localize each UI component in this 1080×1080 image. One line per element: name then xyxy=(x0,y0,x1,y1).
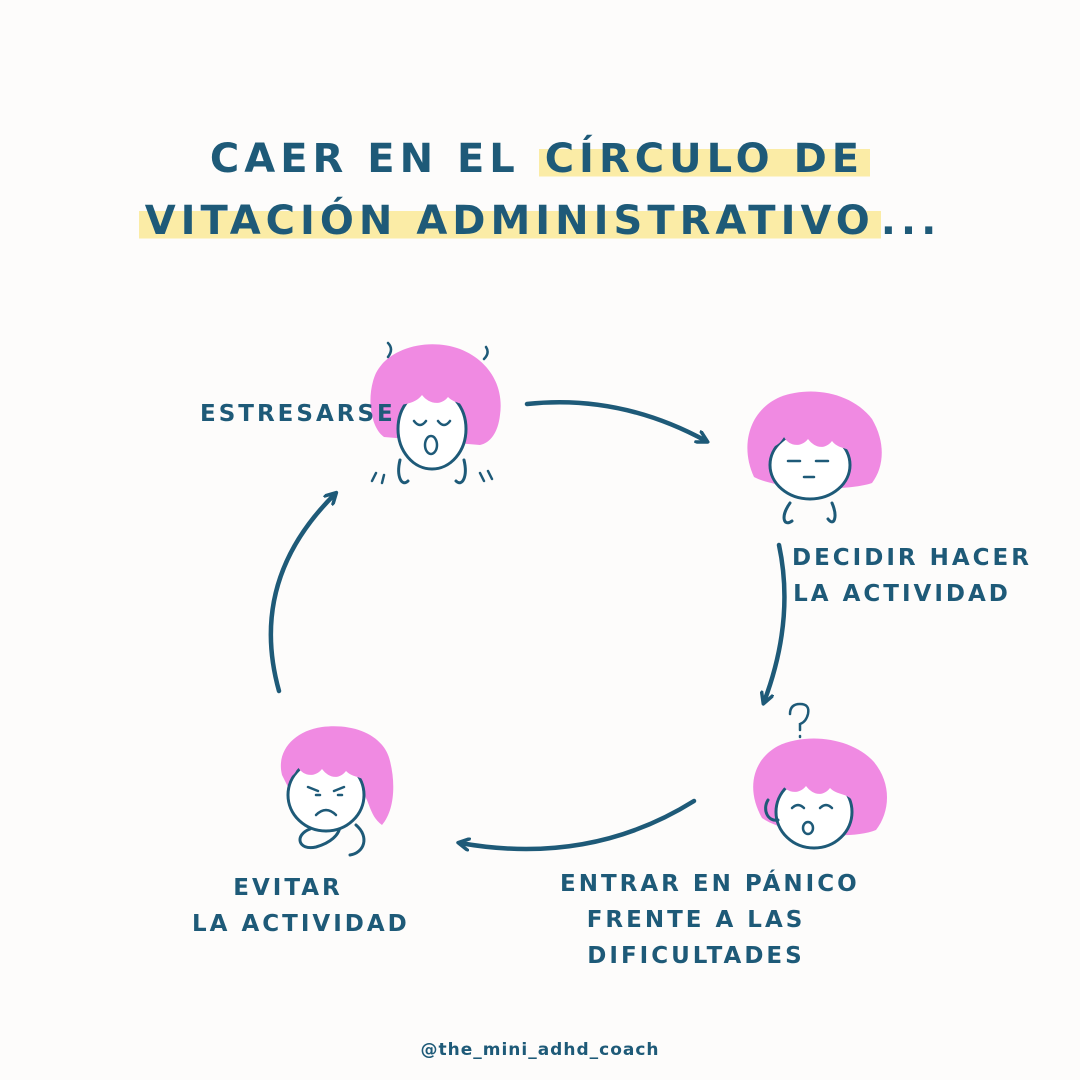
title-line-1-highlight: círculo de xyxy=(538,136,871,182)
step-label-evitar: Evitar la actividad xyxy=(192,870,410,942)
step-label-line: la actividad xyxy=(192,911,410,937)
arrow-decide-to-panic xyxy=(764,542,787,702)
step-label-estresarse: Estresarse xyxy=(200,396,396,432)
page-title: Caer en el círculo de vitación administr… xyxy=(0,128,1080,252)
author-handle: @the_mini_adhd_coach xyxy=(420,1040,660,1060)
title-line-2: vitación administrativo... xyxy=(0,190,1080,252)
title-line-1: Caer en el círculo de xyxy=(0,128,1080,190)
deciding-character-icon xyxy=(747,391,882,525)
title-line-2-highlight: vitación administrativo xyxy=(138,198,881,244)
arrow-stress-to-decide xyxy=(524,400,706,441)
arrow-panic-to-avoid xyxy=(460,798,697,849)
step-label-line: Estresarse xyxy=(200,401,396,427)
title-line-2-suffix: ... xyxy=(880,198,942,244)
step-label-line: dificultades xyxy=(587,943,805,969)
step-label-line: Decidir hacer xyxy=(792,545,1032,571)
step-label-panico: Entrar en pánico frente a las dificultad… xyxy=(560,866,860,974)
step-label-line: la actividad xyxy=(793,581,1011,607)
stressed-character-icon xyxy=(370,341,501,485)
title-line-1-plain: Caer en el xyxy=(209,136,539,182)
step-label-line: frente a las xyxy=(586,907,806,933)
step-label-line: Evitar xyxy=(233,875,343,901)
panicking-character-icon xyxy=(753,702,887,850)
step-label-line: Entrar en pánico xyxy=(560,871,860,897)
step-label-decidir: Decidir hacer la actividad xyxy=(792,540,1032,612)
avoiding-character-icon xyxy=(280,726,394,857)
arrow-avoid-to-stress xyxy=(268,494,335,694)
